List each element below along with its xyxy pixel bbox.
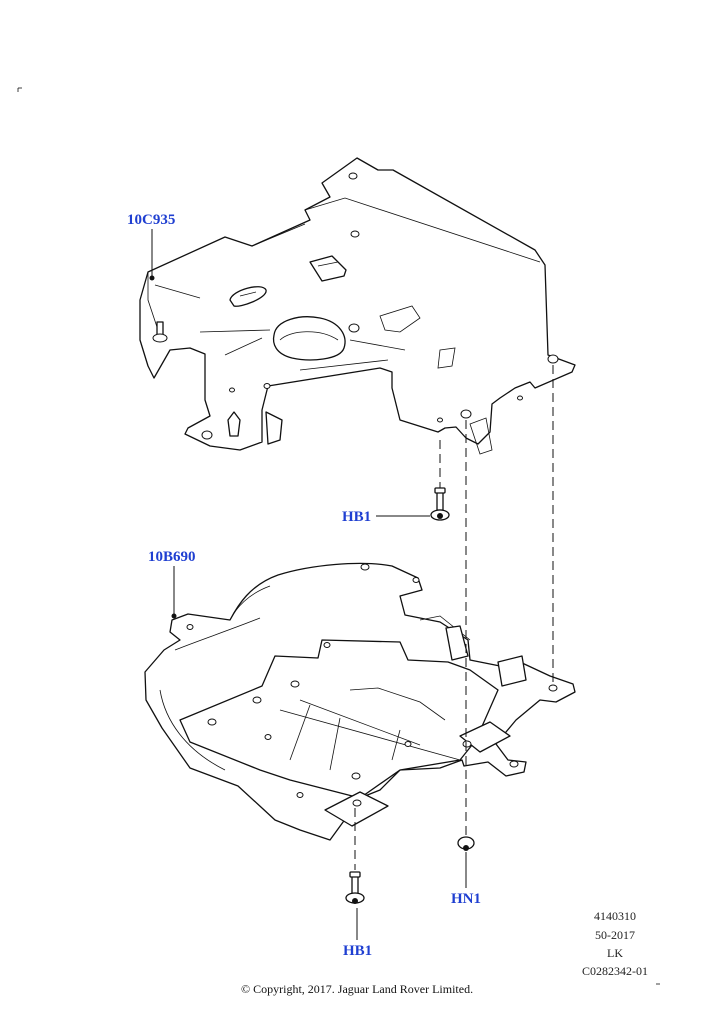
illustration-id: 4140310 (594, 909, 636, 923)
nut-hn1 (457, 836, 475, 851)
leader-lines (17, 87, 660, 985)
callout-hn1: HN1 (451, 891, 481, 907)
bolt-hb1-upper (430, 487, 450, 521)
initials: LK (607, 946, 623, 960)
upper-bracket (139, 157, 576, 455)
callout-10b690: 10B690 (148, 549, 196, 565)
copyright-notice: © Copyright, 2017. Jaguar Land Rover Lim… (241, 982, 474, 996)
lower-tray (144, 562, 576, 841)
drawing-code: C0282342-01 (582, 964, 648, 978)
callout-10c935: 10C935 (127, 212, 176, 228)
callout-hb1-upper: HB1 (342, 509, 372, 525)
bolt-hb1-lower (345, 871, 365, 904)
callout-hb1-lower: HB1 (343, 943, 373, 959)
assembly-lines (354, 365, 554, 870)
date-code: 50-2017 (595, 928, 635, 942)
